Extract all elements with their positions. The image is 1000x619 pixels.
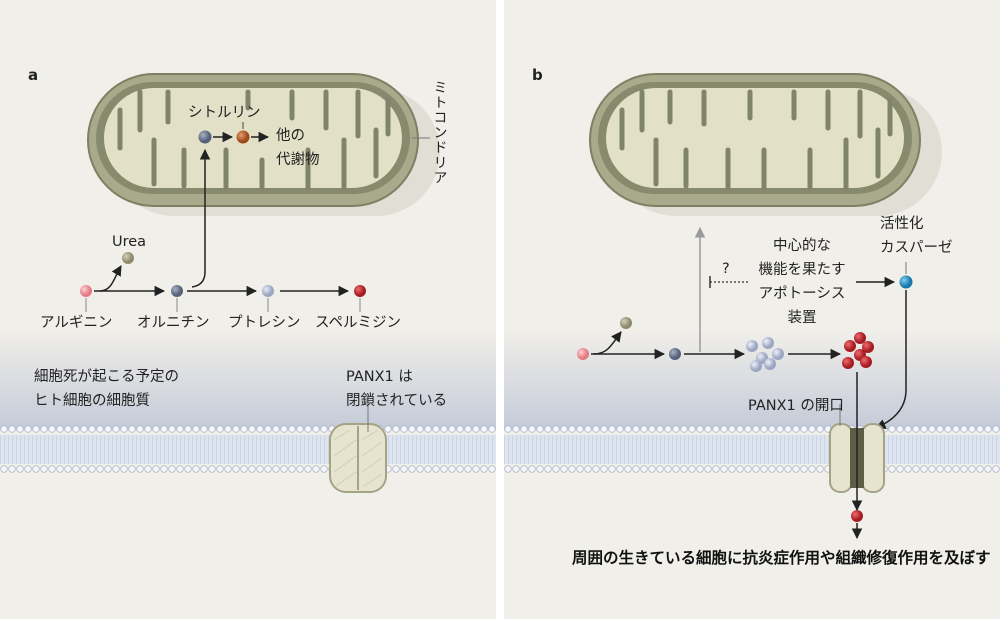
ornithine-dot xyxy=(171,285,183,297)
panx1-closed-label: PANX1 は 閉鎖されている xyxy=(346,369,448,409)
citrulline-dot xyxy=(236,130,250,144)
arginine-label: アルギニン xyxy=(40,315,113,331)
spermidine-dot xyxy=(354,285,366,297)
mitochondrion xyxy=(589,73,942,216)
panx1-open-label: PANX1 の開口 xyxy=(748,398,844,414)
arginine-dot xyxy=(80,285,92,297)
panel-a-diagram xyxy=(80,73,440,493)
spermidine-cluster xyxy=(842,332,874,369)
spermidine-label: スペルミジン xyxy=(315,315,401,331)
other-metabolites-label: 他の 代謝物 xyxy=(276,128,320,168)
extracellular-space xyxy=(504,476,1000,619)
apoptosis-machinery-label: 中心的な 機能を果たす アポトーシス 装置 xyxy=(758,238,846,326)
caspase-label: 活性化 カスパーゼ xyxy=(880,216,953,256)
panx1-channel-open xyxy=(829,404,885,493)
extracellular-space xyxy=(0,476,496,619)
arrow-to-urea xyxy=(593,331,622,355)
putrescine-dot xyxy=(262,285,274,297)
mitochondrion xyxy=(87,73,440,216)
urea-dot xyxy=(620,317,632,329)
putrescine-label: プトレシン xyxy=(228,315,301,331)
cytoplasm-gradient xyxy=(0,330,496,430)
urea-label: Urea xyxy=(112,234,147,250)
arrow-orn-to-mito xyxy=(191,148,211,288)
panel-a-letter: a xyxy=(28,66,39,84)
panel-divider xyxy=(496,0,504,619)
spermidine-released-dot xyxy=(851,510,863,522)
ornithine-mito-dot xyxy=(198,130,212,144)
effect-statement: 周囲の生きている細胞に抗炎症作用や組織修復作用を及ぼす xyxy=(572,549,991,567)
panel-b-letter: b xyxy=(532,66,543,84)
panx1-channel-closed xyxy=(329,404,387,493)
panel-a: a シトルリン 他の 代謝物 ミトコンドリア Urea アルギニン オルニチン … xyxy=(0,0,496,619)
panel-b-diagram xyxy=(577,73,942,540)
caspase-dot xyxy=(899,275,913,289)
ornithine-dot xyxy=(669,348,681,360)
urea-dot xyxy=(122,252,134,264)
arrow-to-urea xyxy=(99,265,122,292)
panel-b: b 活性化 カスパーゼ 中心的な 機能を果たす アポトーシス 装置 ? PANX… xyxy=(504,0,1000,619)
cell-cytoplasm-label: 細胞死が起こる予定の ヒト細胞の細胞質 xyxy=(34,369,179,409)
ornithine-label: オルニチン xyxy=(137,315,210,331)
arrow-caspase-to-panx1 xyxy=(875,290,907,430)
arginine-dot xyxy=(577,348,589,360)
mitochondria-label: ミトコンドリア xyxy=(431,80,448,185)
citrulline-label: シトルリン xyxy=(188,105,261,121)
putrescine-cluster xyxy=(746,337,784,372)
cell-membrane xyxy=(504,424,1000,476)
question-mark: ? xyxy=(722,261,730,277)
